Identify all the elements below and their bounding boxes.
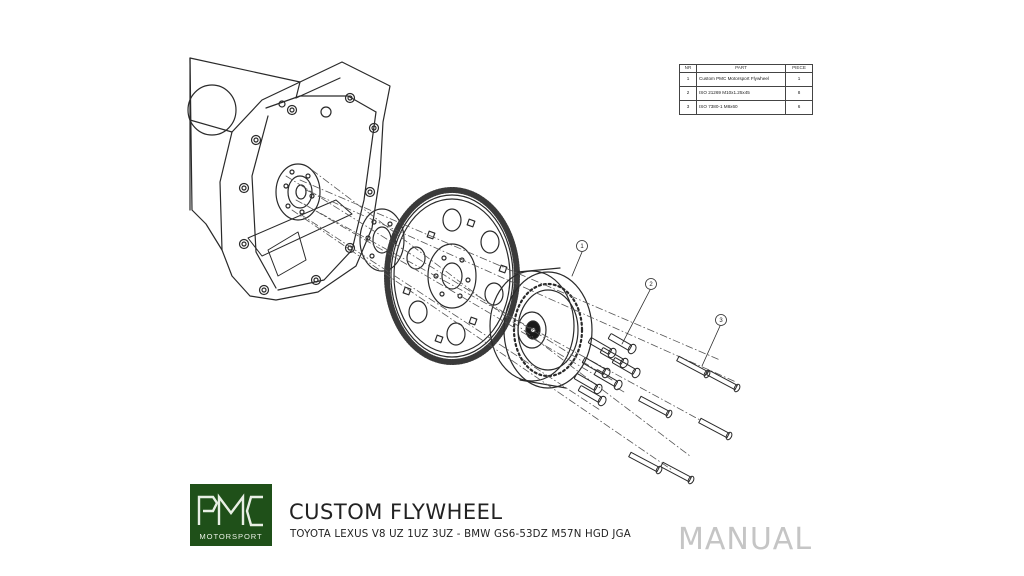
- row-piece: 8: [785, 86, 813, 101]
- projection-lines: [285, 169, 737, 471]
- row-nr: 3: [679, 100, 697, 115]
- balloon-1-label: 1: [580, 244, 584, 250]
- header-piece: PIECE: [785, 64, 813, 73]
- table-row: 1 Custom PMC Motorsport Flywheel 1: [679, 72, 813, 87]
- row-nr: 2: [679, 86, 697, 101]
- row-nr: 1: [679, 72, 697, 87]
- flywheel-bolts: [573, 333, 641, 407]
- page-subtitle: TOYOTA LEXUS V8 UZ 1UZ 3UZ - BMW GS6-53D…: [290, 529, 631, 540]
- parts-table-header: NR PART PIECE: [679, 64, 813, 73]
- row-piece: 6: [785, 100, 813, 115]
- row-piece: 1: [785, 72, 813, 87]
- row-part: Custom PMC Motorsport Flywheel: [696, 72, 786, 87]
- gearbox-bellhousing: [187, 57, 391, 301]
- manual-label: MANUAL: [678, 522, 813, 557]
- table-row: 3 ISO 7380-1 M8x60 6: [679, 100, 813, 115]
- balloon-3-label: 3: [719, 318, 723, 324]
- page-title: CUSTOM FLYWHEEL: [289, 500, 503, 524]
- pmc-logo-mark: [197, 493, 263, 527]
- row-part: ISO 7380-1 M8x60: [696, 100, 786, 115]
- header-part: PART: [696, 64, 786, 73]
- ring-gear-flexplate: [384, 187, 520, 365]
- ring-gear-bolts: [628, 355, 741, 485]
- table-row: 2 ISO 21269 M10x1.25x45 8: [679, 86, 813, 101]
- row-part: ISO 21269 M10x1.25x45: [696, 86, 786, 101]
- parts-table: NR PART PIECE 1 Custom PMC Motorsport Fl…: [679, 64, 813, 115]
- balloon-2-label: 2: [649, 282, 653, 288]
- pmc-motorsport-logo: MOTORSPORT: [190, 484, 272, 546]
- balloon-callouts: [571, 240, 727, 367]
- header-nr: NR: [679, 64, 697, 73]
- logo-subtext: MOTORSPORT: [199, 532, 263, 541]
